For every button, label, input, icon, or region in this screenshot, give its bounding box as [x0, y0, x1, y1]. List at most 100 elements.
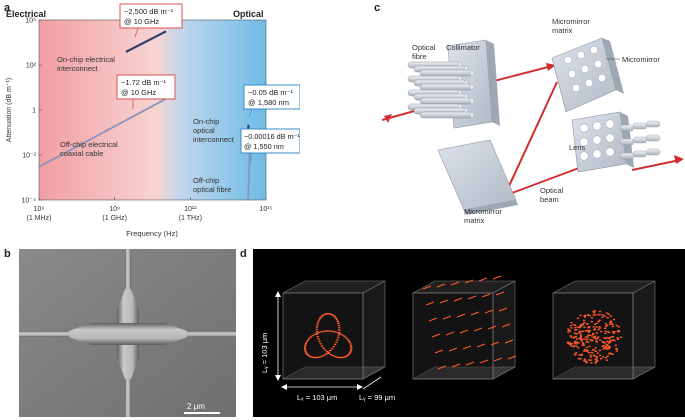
sphere-focal-spot: [590, 339, 594, 342]
sphere-focal-spot: [573, 328, 577, 331]
sphere-focal-spot: [579, 324, 582, 326]
knot-focal-spot: [329, 330, 332, 332]
sphere-focal-spot: [579, 330, 582, 332]
panel-letter-c: c: [374, 2, 381, 14]
taper-horizontal: [69, 323, 187, 345]
pattern-sphere: [566, 310, 622, 364]
sphere-focal-spot: [578, 354, 581, 356]
sphere-focal-spot: [601, 341, 605, 343]
sphere-focal-spot: [596, 360, 599, 362]
sphere-focal-spot: [586, 336, 590, 338]
optical-switch-schematic: Optical fibre Collimator Micromirror mat…: [382, 17, 684, 225]
sphere-focal-spot: [592, 326, 595, 328]
optical-fibres: [407, 61, 475, 119]
micromirror-dot: [589, 45, 599, 55]
grid-focal-spot: [431, 333, 441, 338]
callout-box-000016: [240, 128, 300, 154]
sphere-focal-spot: [614, 344, 617, 347]
knot-focal-spot: [316, 335, 319, 338]
sphere-focal-spot: [604, 327, 607, 329]
sphere-focal-spot: [574, 324, 577, 327]
grid-focal-spot: [492, 275, 502, 280]
sphere-focal-spot: [592, 310, 595, 313]
sphere-focal-spot: [569, 335, 572, 337]
sphere-focal-spot: [597, 313, 600, 316]
label-lx: Lₓ = 103 μm: [297, 393, 337, 402]
label-onchip-optical-l2: optical: [193, 126, 215, 135]
x-tick-sublabel: (1 GHz): [102, 215, 127, 222]
grid-focal-spot: [484, 309, 494, 314]
grid-focal-spot: [481, 293, 491, 298]
sphere-focal-spot: [608, 346, 612, 348]
sphere-focal-spot: [618, 330, 621, 333]
sphere-focal-spot: [579, 336, 583, 338]
sphere-focal-spot: [575, 329, 578, 331]
sphere-focal-spot: [575, 345, 578, 348]
micromirror-dot: [576, 50, 586, 60]
knot-focal-spot: [304, 344, 307, 346]
sphere-focal-spot: [593, 312, 596, 314]
region-label-electrical: Electrical: [6, 9, 46, 19]
sphere-focal-spot: [574, 354, 577, 356]
knot-focal-spot: [322, 314, 325, 316]
sphere-focal-spot: [604, 337, 607, 339]
3d-focal-patterns: Lᵧ = 103 μm Lₓ = 103 μm Lᵧ = 99 μm: [253, 249, 685, 417]
x-tick-label: 10⁹: [109, 206, 120, 213]
sphere-focal-spot: [603, 342, 606, 344]
sphere-focal-spot: [587, 331, 591, 333]
sphere-focal-spot: [589, 359, 593, 361]
optical-fibre: [419, 97, 473, 105]
sphere-focal-spot: [570, 327, 573, 329]
series-line-1: [38, 98, 167, 168]
label-micromirror-matrix-top-2: matrix: [552, 26, 573, 35]
micromirror-dot: [580, 64, 590, 74]
sphere-focal-spot: [598, 310, 602, 313]
beam-output: [631, 159, 681, 171]
callout-005-line1: ~0.05 dB m⁻¹: [248, 88, 294, 97]
knot-focal-spot: [350, 348, 353, 350]
sphere-focal-spot: [572, 337, 576, 339]
knot-focal-spot: [316, 333, 319, 335]
output-fibre: [645, 134, 661, 142]
label-micromirror: Micromirror: [622, 55, 660, 64]
sphere-focal-spot: [581, 342, 585, 344]
grid-focal-spot: [501, 323, 511, 328]
knot-focal-spot: [332, 330, 335, 333]
knot-focal-spot: [346, 338, 349, 340]
callout-box-005: [243, 84, 300, 110]
knot-focal-spot: [313, 333, 316, 336]
knot-focal-spot: [329, 313, 332, 315]
sphere-focal-spot: [583, 358, 586, 360]
sphere-focal-spot: [588, 326, 591, 328]
grid-focal-spot: [448, 347, 458, 352]
pattern-grid: [422, 275, 517, 370]
lens-dot: [605, 119, 615, 129]
grid-focal-spot: [451, 363, 461, 368]
sphere-focal-spot: [582, 338, 585, 340]
sphere-focal-spot: [612, 339, 616, 342]
knot-focal-spot: [325, 352, 328, 355]
lens-dot: [605, 133, 615, 143]
knot-focal-spot: [325, 330, 328, 332]
knot-focal-spot: [303, 347, 307, 350]
sphere-focal-spot: [611, 325, 614, 328]
output-fibre: [619, 152, 635, 160]
sphere-focal-spot: [606, 337, 609, 339]
grid-focal-spot: [493, 357, 503, 362]
series-line-0: [125, 30, 167, 53]
sphere-focal-spot: [594, 362, 597, 364]
sphere-focal-spot: [574, 340, 577, 343]
callout-000016-line1: ~0.00016 dB m⁻¹: [244, 132, 300, 141]
sphere-focal-spot: [597, 336, 600, 338]
sphere-focal-spot: [590, 362, 593, 364]
grid-focal-spot: [462, 345, 472, 350]
sphere-focal-spot: [592, 332, 595, 335]
sphere-focal-spot: [579, 334, 583, 336]
sphere-focal-spot: [607, 331, 610, 333]
lens-dot: [605, 147, 615, 157]
knot-focal-spot: [336, 320, 339, 323]
sphere-focal-spot: [577, 342, 580, 344]
grid-focal-spot: [498, 307, 508, 312]
sphere-focal-spot: [598, 326, 601, 328]
knot-focal-spot: [305, 341, 308, 343]
